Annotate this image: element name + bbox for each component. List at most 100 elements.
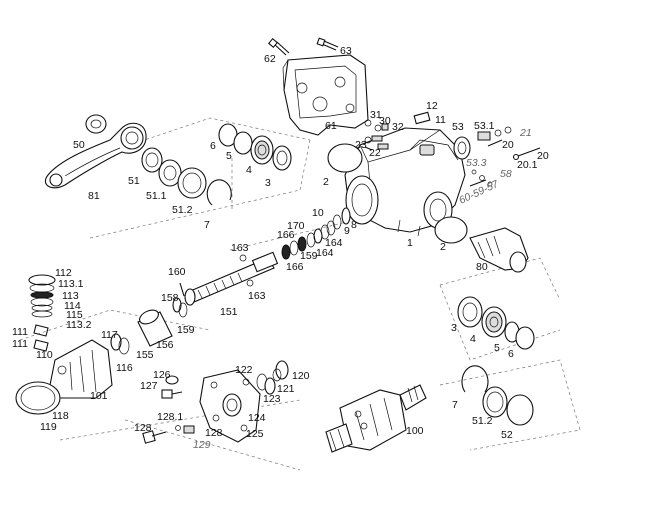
- ring-5: [233, 131, 253, 155]
- label-32: 32: [392, 121, 404, 133]
- seal-ring-2-left: [327, 143, 363, 173]
- ring-121: [272, 368, 282, 382]
- label-164: 164: [325, 237, 343, 249]
- worm-shaft-assembly-100: [325, 384, 427, 453]
- ring-123: [264, 377, 276, 395]
- label-58: 58: [500, 168, 512, 180]
- cover-stack-112-115: [28, 274, 56, 352]
- label-118: 118: [52, 410, 69, 422]
- label-53-1: 53.1: [474, 120, 495, 132]
- label-155: 155: [136, 349, 154, 361]
- label-80: 80: [476, 261, 488, 273]
- label-166b: 166: [286, 261, 304, 273]
- ring-159: [178, 302, 188, 318]
- valve-spool-151: [184, 251, 279, 306]
- washer-126: [165, 375, 179, 385]
- label-r52: 52: [501, 429, 513, 441]
- label-112: 112: [55, 267, 72, 279]
- ball-163: [239, 254, 247, 262]
- label-128: 128: [134, 422, 152, 434]
- bolt-128: [142, 430, 167, 444]
- label-61: 61: [325, 120, 337, 132]
- valve-cover-124: [199, 369, 261, 443]
- label-116: 116: [116, 362, 133, 374]
- label-159b: 159: [177, 324, 195, 336]
- label-111b: 111: [12, 338, 28, 350]
- sleeve-156: [137, 309, 173, 347]
- label-124: 124: [248, 412, 266, 424]
- seal-51-inner: [145, 152, 159, 168]
- seal-ring-2-right: [434, 216, 468, 244]
- sector-shaft-80: [469, 227, 529, 273]
- label-119: 119: [40, 421, 57, 433]
- snap-ring-r7: [461, 365, 489, 393]
- label-62: 62: [264, 53, 276, 65]
- steering-gear-housing-1: [344, 127, 466, 237]
- label-r4: 4: [470, 333, 476, 345]
- label-113: 113: [62, 290, 79, 302]
- bearing-4: [250, 135, 274, 165]
- bearing-r4: [481, 306, 507, 338]
- pressure-relief-parts: [469, 169, 493, 187]
- label-r6: 6: [508, 348, 514, 360]
- plug-128-1: [175, 425, 195, 434]
- label-121: 121: [277, 383, 295, 395]
- label-8: 8: [351, 219, 357, 231]
- seal-51-2: [177, 167, 207, 199]
- cover-ring-118: [15, 381, 61, 415]
- seal-r51-2: [482, 386, 508, 418]
- label-125: 125: [246, 428, 264, 440]
- label-30: 30: [379, 115, 391, 127]
- label-11: 11: [435, 114, 446, 126]
- label-113-1: 113.1: [58, 278, 84, 290]
- label-158: 158: [161, 292, 179, 304]
- snap-ring-7: [206, 179, 232, 206]
- label-51: 51: [128, 175, 140, 187]
- ring-120: [275, 360, 289, 380]
- o-rings-170-10-9-8: [281, 207, 351, 260]
- label-110: 110: [36, 349, 53, 361]
- pitman-arm-81: [44, 122, 147, 189]
- label-53-3: 53.3: [466, 157, 487, 169]
- cover-plate-12: [413, 111, 431, 125]
- label-166: 166: [277, 229, 295, 241]
- label-123: 123: [263, 393, 281, 405]
- label-9: 9: [344, 225, 350, 237]
- bolt-63: [316, 37, 339, 51]
- seal-51: [141, 147, 163, 173]
- label-4: 4: [246, 164, 252, 176]
- label-1: 1: [407, 237, 413, 249]
- label-20: 20: [502, 139, 514, 151]
- ring-155: [118, 337, 130, 355]
- label-3: 3: [265, 177, 271, 189]
- label-151: 151: [220, 306, 238, 318]
- label-r7: 7: [452, 399, 458, 411]
- label-163b: 163: [248, 290, 266, 302]
- label-117: 117: [101, 329, 118, 341]
- label-122: 122: [235, 364, 253, 376]
- bolt-127: [161, 389, 183, 399]
- label-101: 101: [90, 390, 108, 402]
- label-163: 163: [231, 242, 249, 254]
- label-100: 100: [406, 425, 424, 437]
- label-126: 126: [153, 369, 171, 381]
- pin-160: [179, 282, 185, 297]
- nut-50: [85, 114, 107, 134]
- label-114: 114: [64, 300, 81, 312]
- label-63: 63: [340, 45, 352, 57]
- ball-163b: [246, 279, 254, 287]
- label-111: 111: [12, 326, 28, 338]
- ring-3: [272, 145, 292, 171]
- label-156: 156: [156, 339, 174, 351]
- ring-r3: [457, 296, 483, 328]
- label-129: 129: [193, 439, 211, 451]
- label-51-1: 51.1: [146, 190, 167, 202]
- label-164b: 164: [316, 247, 334, 259]
- label-21: 21: [519, 127, 532, 139]
- label-22: 22: [369, 147, 381, 159]
- label-128b: 128: [205, 427, 223, 439]
- label-160: 160: [168, 266, 186, 278]
- label-120: 120: [292, 370, 310, 382]
- label-5: 5: [226, 150, 232, 162]
